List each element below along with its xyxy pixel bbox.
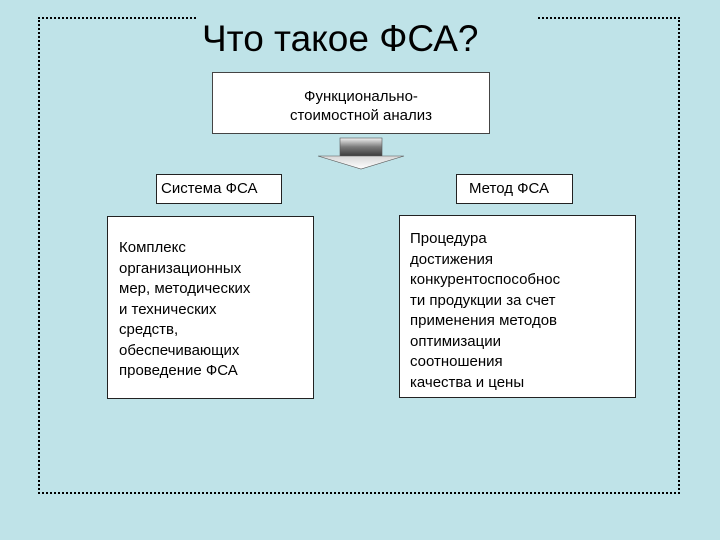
method-fsa-label: Метод ФСА (456, 174, 573, 204)
description-line: мер, методических (119, 280, 251, 297)
system-fsa-label: Система ФСА (156, 174, 282, 204)
description-line: средств, (119, 321, 179, 338)
top-box-line: стоимостной анализ (289, 107, 433, 124)
description-line: организационных (119, 259, 242, 277)
description-line: применения методов (410, 312, 558, 329)
down-arrow-icon (317, 137, 405, 170)
top-box-line: Функционально- (304, 88, 418, 105)
description-line: проведение ФСА (119, 362, 238, 379)
description-line: и технических (119, 300, 217, 318)
method-fsa-description: Процедура достижения конкурентоспособнос… (399, 215, 636, 398)
description-line: конкурентоспособнос (410, 271, 561, 288)
description-line: Процедура (410, 230, 487, 247)
description-line: Комплекс (119, 239, 186, 256)
system-fsa-description: Комплекс организационных мер, методическ… (107, 216, 314, 399)
description-line: оптимизации (410, 332, 501, 350)
slide-title: Что такое ФСА? (198, 16, 536, 62)
description-line: ти продукции за счет (410, 291, 556, 309)
fsa-definition-box: Функционально- стоимостной анализ (212, 72, 490, 134)
description-line: обеспечивающих (119, 341, 240, 359)
description-line: достижения (410, 250, 494, 268)
description-line: соотношения (410, 353, 503, 370)
description-line: качества и цены (410, 373, 525, 391)
